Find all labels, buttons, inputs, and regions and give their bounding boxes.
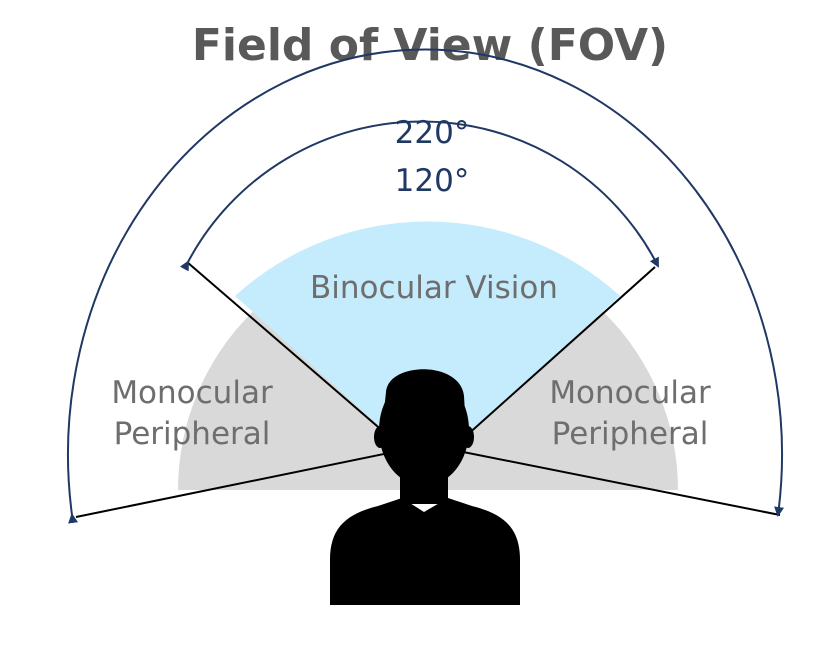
page-title: Field of View (FOV) [192,20,668,71]
binocular-label: Binocular Vision [310,270,558,306]
peripheral-right-boundary [427,444,781,516]
left-peripheral-label-line2: Peripheral [114,416,271,452]
right-peripheral-label-line2: Peripheral [552,416,709,452]
outer-fov-arrow [67,48,785,524]
left-peripheral-label-line1: Monocular [111,375,273,411]
inner-fov-arrow [179,120,659,272]
peripheral-left-boundary [75,444,429,518]
inner-angle-label: 120° [395,163,470,199]
right-peripheral-label-line1: Monocular [549,375,711,411]
outer-angle-label: 220° [395,115,470,151]
binocular-vision-zone [235,221,620,470]
person-silhouette-icon [330,369,520,605]
